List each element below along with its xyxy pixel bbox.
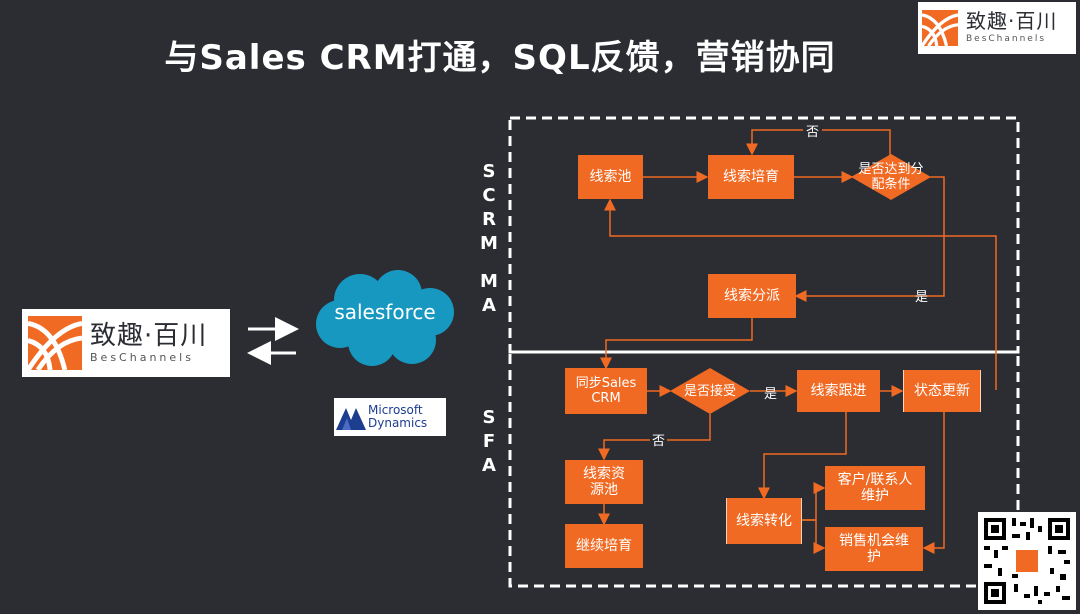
logo-cn: 致趣·百川 — [966, 9, 1058, 33]
page-title: 与Sales CRM打通，SQL反馈，营销协同 — [164, 38, 836, 78]
salesforce-label: salesforce — [334, 300, 436, 324]
ms-line1: Microsoft — [368, 403, 423, 417]
accept-diamond — [670, 368, 750, 414]
sfa-frame — [508, 350, 1020, 588]
node-customer: 客户/联系人维护 — [825, 466, 925, 510]
node-opportunity: 销售机会维护 — [825, 527, 923, 571]
microsoft-dynamics-logo: Microsoft Dynamics — [334, 398, 446, 436]
node-accept: 是否接受 — [683, 383, 736, 399]
node-convert: 线索转化 — [726, 498, 802, 544]
brand-mark-icon — [922, 10, 958, 46]
edge-label-yes-accept: 是 — [764, 387, 778, 402]
scrm-frame — [508, 116, 1020, 354]
edge-label-no-top: 否 — [803, 121, 823, 140]
edge-label-yes-right: 是 — [915, 290, 929, 305]
node-status: 状态更新 — [903, 370, 981, 412]
qr-code-icon — [978, 512, 1076, 610]
logo-en: BesChannels — [90, 351, 194, 364]
node-pool: 线索池 — [578, 155, 643, 199]
node-resource-pool: 线索资源池 — [565, 460, 643, 504]
node-sync: 同步Sales CRM — [565, 368, 647, 414]
node-nurture: 线索培育 — [708, 155, 794, 199]
brand-mark-icon — [28, 316, 82, 370]
ms-line2: Dynamics — [368, 416, 428, 430]
logo-en: BesChannels — [966, 34, 1047, 44]
node-assign: 线索分派 — [708, 274, 796, 318]
node-criteria: 是否达到分配条件 — [858, 162, 924, 192]
qr-code — [978, 512, 1076, 610]
node-follow: 线索跟进 — [797, 370, 880, 412]
brand-logo-small: 致趣·百川 BesChannels — [918, 2, 1076, 54]
salesforce-cloud-icon — [316, 270, 454, 366]
criteria-diamond — [851, 154, 931, 200]
node-continue-nurture: 继续培育 — [565, 524, 643, 568]
edge-label-no-accept: 否 — [650, 430, 668, 449]
dynamics-icon — [336, 408, 366, 430]
logo-cn: 致趣·百川 — [90, 321, 208, 351]
brand-logo-large: 致趣·百川 BesChannels — [22, 309, 230, 377]
